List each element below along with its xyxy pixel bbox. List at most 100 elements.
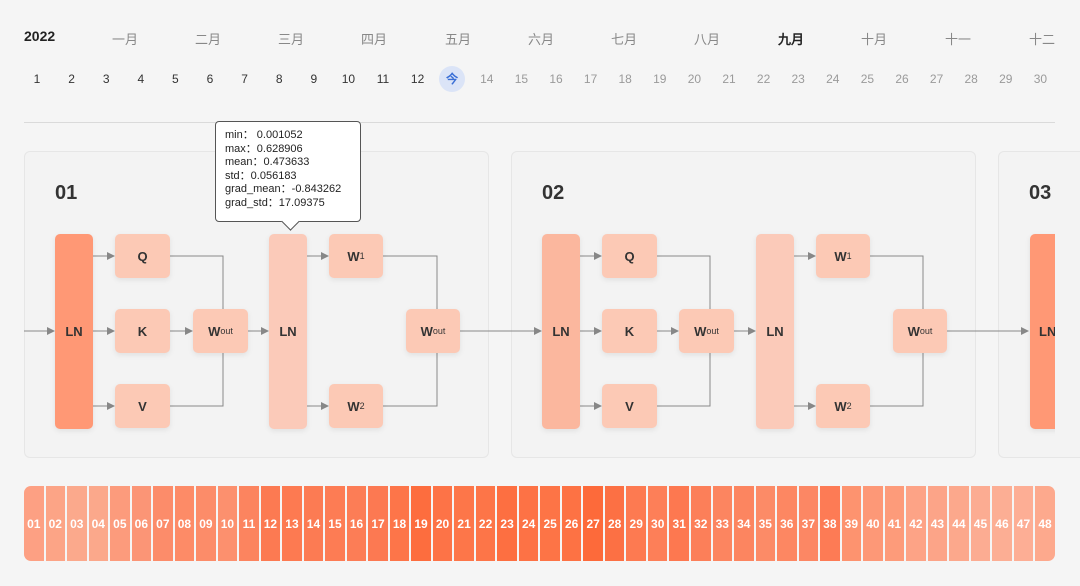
month-3[interactable]: 三月 xyxy=(277,32,305,47)
layer-cell[interactable]: 27 xyxy=(583,486,603,561)
layer-cell[interactable]: 10 xyxy=(217,486,238,561)
day-25[interactable]: 25 xyxy=(860,72,875,86)
day-6[interactable]: 6 xyxy=(206,72,214,86)
day-7[interactable]: 7 xyxy=(241,72,248,86)
day-12[interactable]: 12 xyxy=(410,72,425,86)
layer-cell[interactable]: 35 xyxy=(755,486,776,561)
layer-cell[interactable]: 38 xyxy=(820,486,840,561)
layer-cell[interactable]: 15 xyxy=(325,486,345,561)
layer-cell[interactable]: 45 xyxy=(970,486,991,561)
layer-cell[interactable]: 18 xyxy=(389,486,410,561)
day-15[interactable]: 15 xyxy=(514,72,529,86)
layer-cell[interactable]: 33 xyxy=(712,486,733,561)
layer-cell[interactable]: 39 xyxy=(841,486,862,561)
layer-cell[interactable]: 40 xyxy=(863,486,883,561)
ln-node-1b[interactable]: LN xyxy=(269,234,307,429)
layer-cell[interactable]: 08 xyxy=(174,486,195,561)
day-22[interactable]: 22 xyxy=(756,72,771,86)
ln-node-1a[interactable]: LN xyxy=(55,234,93,429)
day-today[interactable]: 今 xyxy=(439,66,466,92)
ln-node-3a[interactable]: LN xyxy=(1030,234,1055,429)
layer-cell[interactable]: 01 xyxy=(24,486,44,561)
day-14[interactable]: 14 xyxy=(480,72,494,86)
day-21[interactable]: 21 xyxy=(722,72,736,86)
day-9[interactable]: 9 xyxy=(310,72,318,86)
month-7[interactable]: 七月 xyxy=(610,32,638,47)
day-20[interactable]: 20 xyxy=(687,72,702,86)
layer-cell[interactable]: 02 xyxy=(45,486,66,561)
day-26[interactable]: 26 xyxy=(895,72,909,86)
month-9[interactable]: 九月 xyxy=(777,32,805,47)
day-29[interactable]: 29 xyxy=(999,72,1013,86)
k-node-2[interactable]: K xyxy=(602,309,657,353)
layer-cell[interactable]: 44 xyxy=(949,486,969,561)
layer-cell[interactable]: 04 xyxy=(88,486,109,561)
day-3[interactable]: 3 xyxy=(102,72,110,86)
layer-cell[interactable]: 07 xyxy=(153,486,173,561)
layer-cell[interactable]: 06 xyxy=(131,486,152,561)
v-node-2[interactable]: V xyxy=(602,384,657,428)
layer-cell[interactable]: 37 xyxy=(798,486,819,561)
day-11[interactable]: 11 xyxy=(376,72,390,86)
layer-cell[interactable]: 30 xyxy=(647,486,668,561)
day-10[interactable]: 10 xyxy=(341,72,356,86)
layer-cell[interactable]: 42 xyxy=(906,486,926,561)
layer-cell[interactable]: 19 xyxy=(411,486,431,561)
layer-cell[interactable]: 12 xyxy=(260,486,281,561)
ln-node-2b[interactable]: LN xyxy=(756,234,794,429)
day-24[interactable]: 24 xyxy=(826,72,840,86)
layer-cell[interactable]: 29 xyxy=(626,486,646,561)
q-node-2[interactable]: Q xyxy=(602,234,657,278)
month-10[interactable]: 十月 xyxy=(860,32,888,47)
layer-cell[interactable]: 36 xyxy=(777,486,797,561)
month-11[interactable]: 十一 xyxy=(944,32,972,47)
day-23[interactable]: 23 xyxy=(791,72,805,86)
day-4[interactable]: 4 xyxy=(137,72,145,86)
layer-cell[interactable]: 32 xyxy=(690,486,711,561)
day-19[interactable]: 19 xyxy=(653,72,667,86)
layer-cell[interactable]: 23 xyxy=(497,486,517,561)
layer-cell[interactable]: 47 xyxy=(1013,486,1034,561)
layer-cell[interactable]: 46 xyxy=(992,486,1012,561)
layer-cell[interactable]: 16 xyxy=(346,486,367,561)
month-6[interactable]: 六月 xyxy=(527,32,555,47)
layer-cell[interactable]: 20 xyxy=(432,486,453,561)
layer-cell[interactable]: 41 xyxy=(884,486,905,561)
k-node-1[interactable]: K xyxy=(115,309,170,353)
month-2[interactable]: 二月 xyxy=(194,32,222,47)
layer-cell[interactable]: 05 xyxy=(110,486,130,561)
layer-cell[interactable]: 28 xyxy=(604,486,625,561)
layer-cell[interactable]: 14 xyxy=(303,486,324,561)
month-8[interactable]: 八月 xyxy=(693,32,721,47)
layer-cell[interactable]: 43 xyxy=(927,486,948,561)
day-28[interactable]: 28 xyxy=(964,72,978,86)
day-8[interactable]: 8 xyxy=(275,72,283,86)
month-1[interactable]: 一月 xyxy=(111,32,139,47)
ln-node-2a[interactable]: LN xyxy=(542,234,580,429)
month-4[interactable]: 四月 xyxy=(360,32,388,47)
day-30[interactable]: 30 xyxy=(1033,72,1048,86)
layer-cell[interactable]: 24 xyxy=(518,486,539,561)
q-node-1[interactable]: Q xyxy=(115,234,170,278)
layer-cell[interactable]: 11 xyxy=(239,486,259,561)
layer-cell[interactable]: 21 xyxy=(454,486,474,561)
layer-cell[interactable]: 25 xyxy=(540,486,560,561)
month-12[interactable]: 十二 xyxy=(1028,32,1056,47)
layer-cell[interactable]: 22 xyxy=(475,486,496,561)
v-node-1[interactable]: V xyxy=(115,384,170,428)
layer-cell[interactable]: 48 xyxy=(1035,486,1055,561)
layer-cell[interactable]: 31 xyxy=(669,486,689,561)
month-5[interactable]: 五月 xyxy=(444,32,472,47)
layer-cell[interactable]: 26 xyxy=(561,486,582,561)
day-5[interactable]: 5 xyxy=(172,72,179,86)
day-1[interactable]: 1 xyxy=(33,72,41,86)
layer-cell[interactable]: 03 xyxy=(67,486,87,561)
day-17[interactable]: 17 xyxy=(583,72,598,86)
